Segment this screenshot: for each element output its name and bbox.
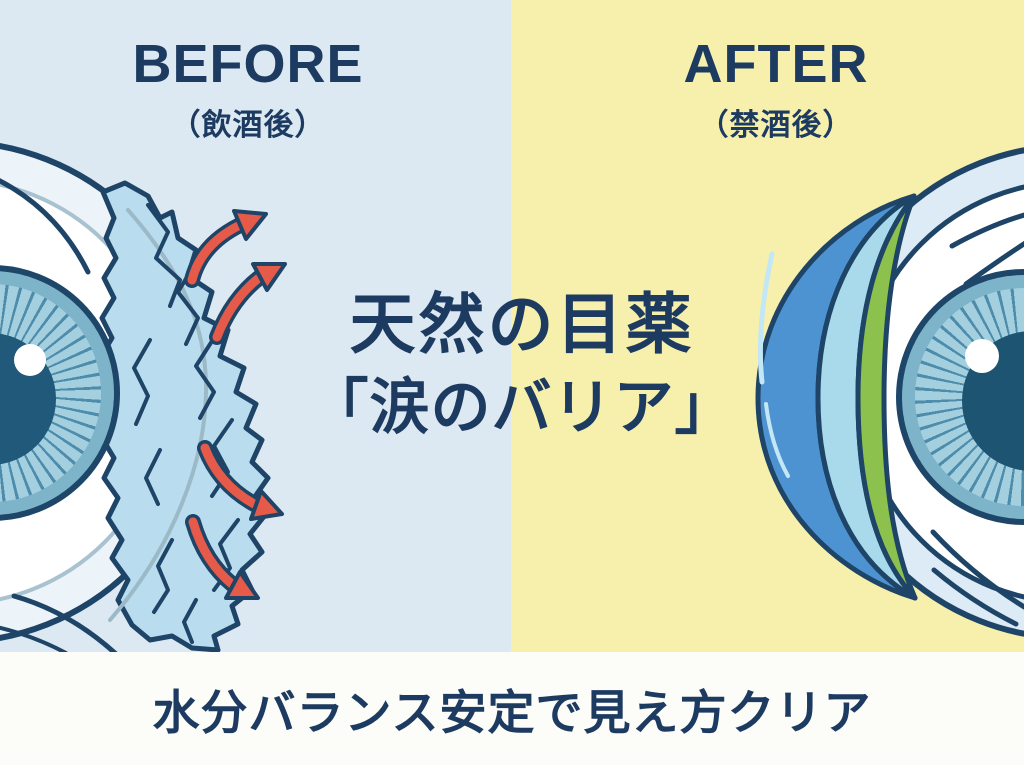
evaporation-arrow-icon bbox=[185, 514, 260, 600]
center-title-line1: 天然の目薬 bbox=[349, 287, 695, 361]
evaporation-arrow-icon bbox=[209, 262, 287, 345]
center-title-line2: 「涙のバリア」 bbox=[308, 373, 736, 441]
before-subtitle: （飲酒後） bbox=[170, 108, 326, 142]
left-pupil-highlight bbox=[14, 344, 46, 376]
tear-barrier-layers-icon bbox=[755, 193, 918, 601]
evaporation-arrow-icon bbox=[197, 440, 284, 521]
after-header: AFTER （禁酒後） bbox=[576, 36, 976, 144]
barrier-inner-green-layer bbox=[855, 193, 918, 601]
footer-band: 水分バランス安定で見え方クリア bbox=[0, 652, 1024, 765]
before-header: BEFORE （飲酒後） bbox=[48, 36, 448, 144]
before-title: BEFORE bbox=[132, 34, 364, 94]
center-title: 天然の目薬 「涙のバリア」 bbox=[122, 288, 922, 441]
evaporation-arrow-icon bbox=[184, 209, 268, 288]
footer-caption: 水分バランス安定で見え方クリア bbox=[152, 686, 872, 739]
after-subtitle: （禁酒後） bbox=[698, 108, 854, 142]
evaporation-arrows bbox=[184, 209, 287, 600]
after-title: AFTER bbox=[683, 34, 869, 94]
right-pupil-highlight bbox=[965, 339, 999, 373]
